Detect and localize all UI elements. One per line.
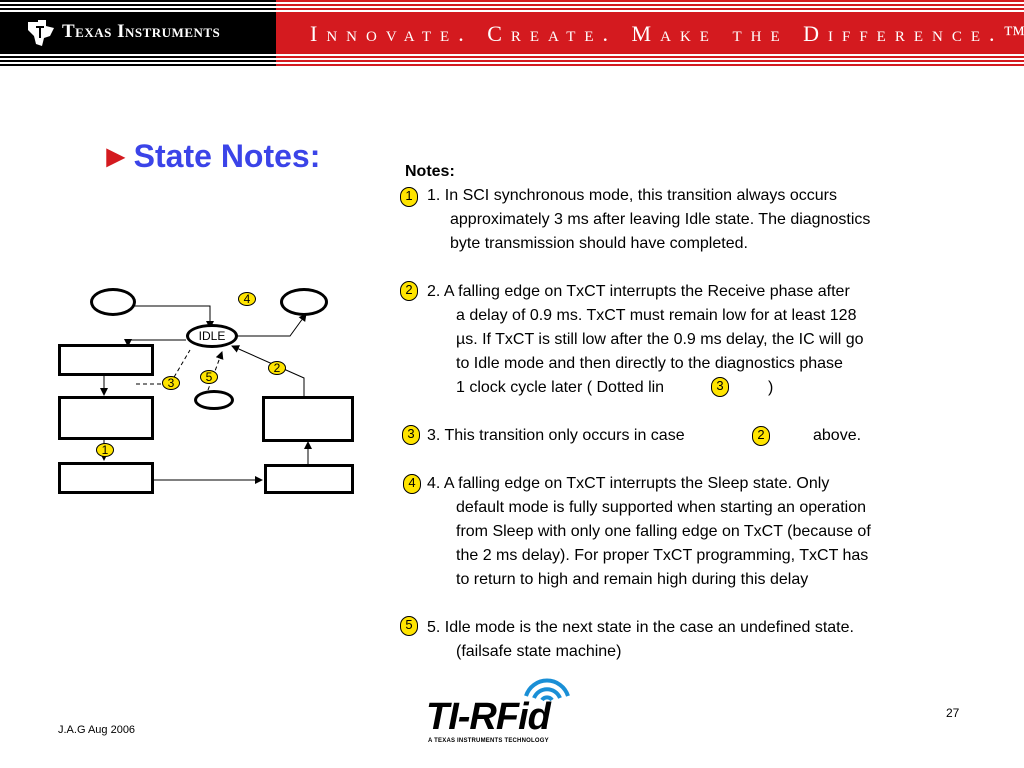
brand-name: Texas Instruments: [62, 21, 221, 42]
state-box-left-3: [58, 462, 154, 494]
note-1-line-3: byte transmission should have completed.: [450, 235, 748, 252]
state-box-left-1: [58, 344, 154, 376]
ti-logo-icon: [28, 20, 54, 46]
note-4-line-3: from Sleep with only one falling edge on…: [456, 523, 871, 540]
tagline: Innovate. Create. Make the Difference.™: [310, 21, 1024, 46]
note-2-line-1: 2. A falling edge on TxCT interrupts the…: [427, 283, 850, 300]
note-2-line-2: a delay of 0.9 ms. TxCT must remain low …: [456, 307, 857, 324]
note-4-line-1: 4. A falling edge on TxCT interrupts the…: [427, 475, 830, 492]
diagram-badge-2: 2: [268, 361, 286, 375]
note-2-line-4: to Idle mode and then directly to the di…: [456, 355, 843, 372]
diagram-badge-5: 5: [200, 370, 218, 384]
note-2-line-6: ): [768, 379, 774, 396]
ti-rfid-logo: TI-RFid A TEXAS INSTRUMENTS TECHNOLOGY: [424, 668, 574, 748]
diagram-badge-1: 1: [96, 443, 114, 457]
note-badge-4: 4: [403, 474, 421, 494]
notes-heading: Notes:: [405, 163, 455, 180]
rfid-logo-subtext: A TEXAS INSTRUMENTS TECHNOLOGY: [428, 738, 549, 744]
note-2-inline-badge: 3: [711, 377, 729, 397]
state-box-left-2: [58, 396, 154, 440]
state-box-right-1: [262, 396, 354, 442]
state-oval-top-right: [280, 288, 328, 316]
note-1-line-2: approximately 3 ms after leaving Idle st…: [450, 211, 871, 228]
note-badge-3: 3: [402, 425, 420, 445]
note-badge-2: 2: [400, 281, 418, 301]
state-oval-top-left: [90, 288, 136, 316]
note-2-line-5: 1 clock cycle later ( Dotted lin: [456, 379, 665, 396]
note-1-line-1: 1. In SCI synchronous mode, this transit…: [427, 187, 837, 204]
footer-author-date: J.A.G Aug 2006: [58, 724, 136, 736]
note-3-inline-badge: 2: [752, 426, 770, 446]
note-badge-1: 1: [400, 187, 418, 207]
note-4-line-5: to return to high and remain high during…: [456, 571, 809, 588]
rfid-logo-text: TI-RFid: [426, 696, 551, 738]
note-5-line-2: (failsafe state machine): [456, 643, 622, 660]
note-5-line-1: 5. Idle mode is the next state in the ca…: [427, 619, 854, 636]
header-banner: Texas Instruments Innovate. Create. Make…: [0, 0, 1024, 68]
header-tagline-area: Innovate. Create. Make the Difference.™: [276, 0, 1024, 68]
idle-state: IDLE: [186, 324, 238, 348]
note-4-line-2: default mode is fully supported when sta…: [456, 499, 867, 516]
note-badge-5: 5: [400, 616, 418, 636]
note-3-line-1: 3. This transition only occurs in case: [427, 427, 685, 444]
diagram-badge-4: 4: [238, 292, 256, 306]
wireless-waves-icon: [524, 678, 570, 702]
state-box-right-2: [264, 464, 354, 494]
state-diagram: IDLE 4 2 3 5 1: [50, 280, 370, 500]
note-2-line-3: µs. If TxCT is still low after the 0.9 m…: [456, 331, 864, 348]
title-text: State Notes:: [133, 138, 321, 174]
diagram-badge-3: 3: [162, 376, 180, 390]
slide-title: ►State Notes:: [100, 138, 320, 175]
title-arrow-icon: ►: [100, 138, 132, 174]
page-number: 27: [946, 706, 960, 720]
note-4-line-4: the 2 ms delay). For proper TxCT program…: [456, 547, 869, 564]
header-brand-area: Texas Instruments: [0, 0, 276, 68]
note-3-line-2: above.: [813, 427, 862, 444]
state-oval-small: [194, 390, 234, 410]
